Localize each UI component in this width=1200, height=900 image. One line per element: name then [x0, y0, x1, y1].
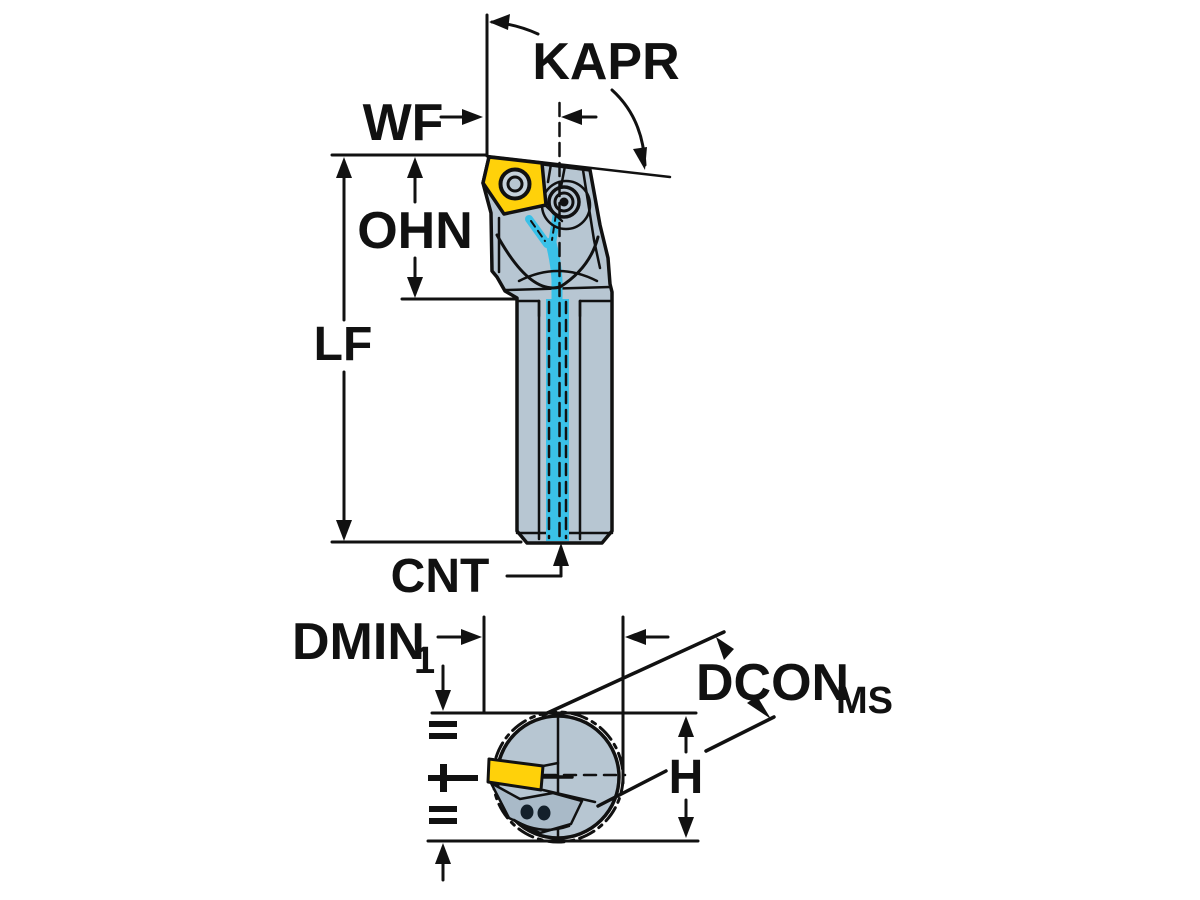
dcon-leader-arrow-upper-icon: [716, 637, 734, 660]
wf-dimension: WF: [363, 94, 598, 152]
insert-top-edge-line: [541, 761, 560, 768]
equal-mark-bottom-bar2: [429, 818, 457, 824]
dmin-arrow-left-icon: [625, 629, 646, 645]
dmin-arrow-right-icon: [461, 629, 482, 645]
h-dimension: H: [669, 716, 704, 838]
dcon-oblique-line-lower-b: [704, 715, 776, 753]
side-view: KAPR WF OHN LF: [314, 13, 680, 603]
center-plus-vbar: [440, 764, 447, 792]
insert-hole-inner: [506, 175, 524, 193]
head-arch-curve: [517, 269, 599, 283]
lf-label: LF: [314, 318, 373, 371]
center-plus-hbar: [428, 775, 478, 781]
lf-arrow-down-icon: [336, 520, 352, 541]
head-facet-2: [559, 164, 567, 189]
cnt-dimension: CNT: [391, 543, 569, 603]
screw-inner-ring: [553, 191, 575, 213]
center-height-marks: [428, 721, 478, 882]
coolant-channel-shank: [546, 299, 569, 541]
screw-center: [559, 197, 569, 207]
clamp-screw-hole-2: [537, 805, 551, 821]
clamp-screw-hole-1: [520, 804, 534, 820]
dmin1-dimension: DMIN 1: [292, 613, 670, 711]
ohn-arrow-down-icon: [407, 277, 423, 298]
cnt-arrow-up-icon: [553, 543, 569, 566]
dcon-label: DCON: [696, 654, 849, 712]
h-arrow-down-icon: [678, 817, 694, 838]
dcon-subscript-label: MS: [836, 680, 893, 722]
dcon-leader-arrow-lower-icon: [747, 696, 771, 719]
kapr-dimension: KAPR: [489, 14, 680, 170]
pocket-edge-line: [541, 788, 597, 804]
bottom-arrow-up-icon: [435, 843, 451, 864]
dmin-arrow-down-icon: [435, 690, 451, 711]
equal-mark-top-bar2: [429, 733, 457, 739]
coolant-branch-dashed-1: [530, 220, 546, 242]
dcon-oblique-line-lower-a: [596, 769, 668, 808]
kapr-label: KAPR: [532, 33, 679, 91]
dmin-label: DMIN: [292, 613, 425, 671]
wf-arrow-right-icon: [462, 109, 483, 125]
centerline-arrow-left-icon: [561, 109, 582, 125]
dmin-subscript-label: 1: [414, 640, 435, 682]
kapr-arrow-left-icon: [489, 14, 510, 30]
ohn-label: OHN: [357, 202, 473, 260]
equal-mark-bottom-bar1: [429, 806, 457, 812]
insert-section: [486, 757, 545, 792]
coolant-main-duct: [545, 237, 563, 306]
ohn-arrow-up-icon: [407, 157, 423, 178]
dcon-oblique-line-upper: [541, 630, 726, 717]
equal-mark-top-bar1: [429, 721, 457, 727]
wf-label: WF: [363, 94, 444, 152]
head-facet-1: [546, 162, 553, 184]
kapr-arrow-down-icon: [633, 147, 647, 170]
ohn-dimension: OHN: [357, 157, 518, 301]
cross-section-view: DCON MS DMIN 1 H: [292, 613, 893, 882]
lf-arrow-up-icon: [336, 157, 352, 178]
cnt-label: CNT: [391, 550, 490, 603]
h-label: H: [669, 751, 704, 804]
h-arrow-up-icon: [678, 716, 694, 737]
lf-dimension: LF: [314, 157, 523, 544]
clamp-bottom-arc: [512, 818, 571, 832]
